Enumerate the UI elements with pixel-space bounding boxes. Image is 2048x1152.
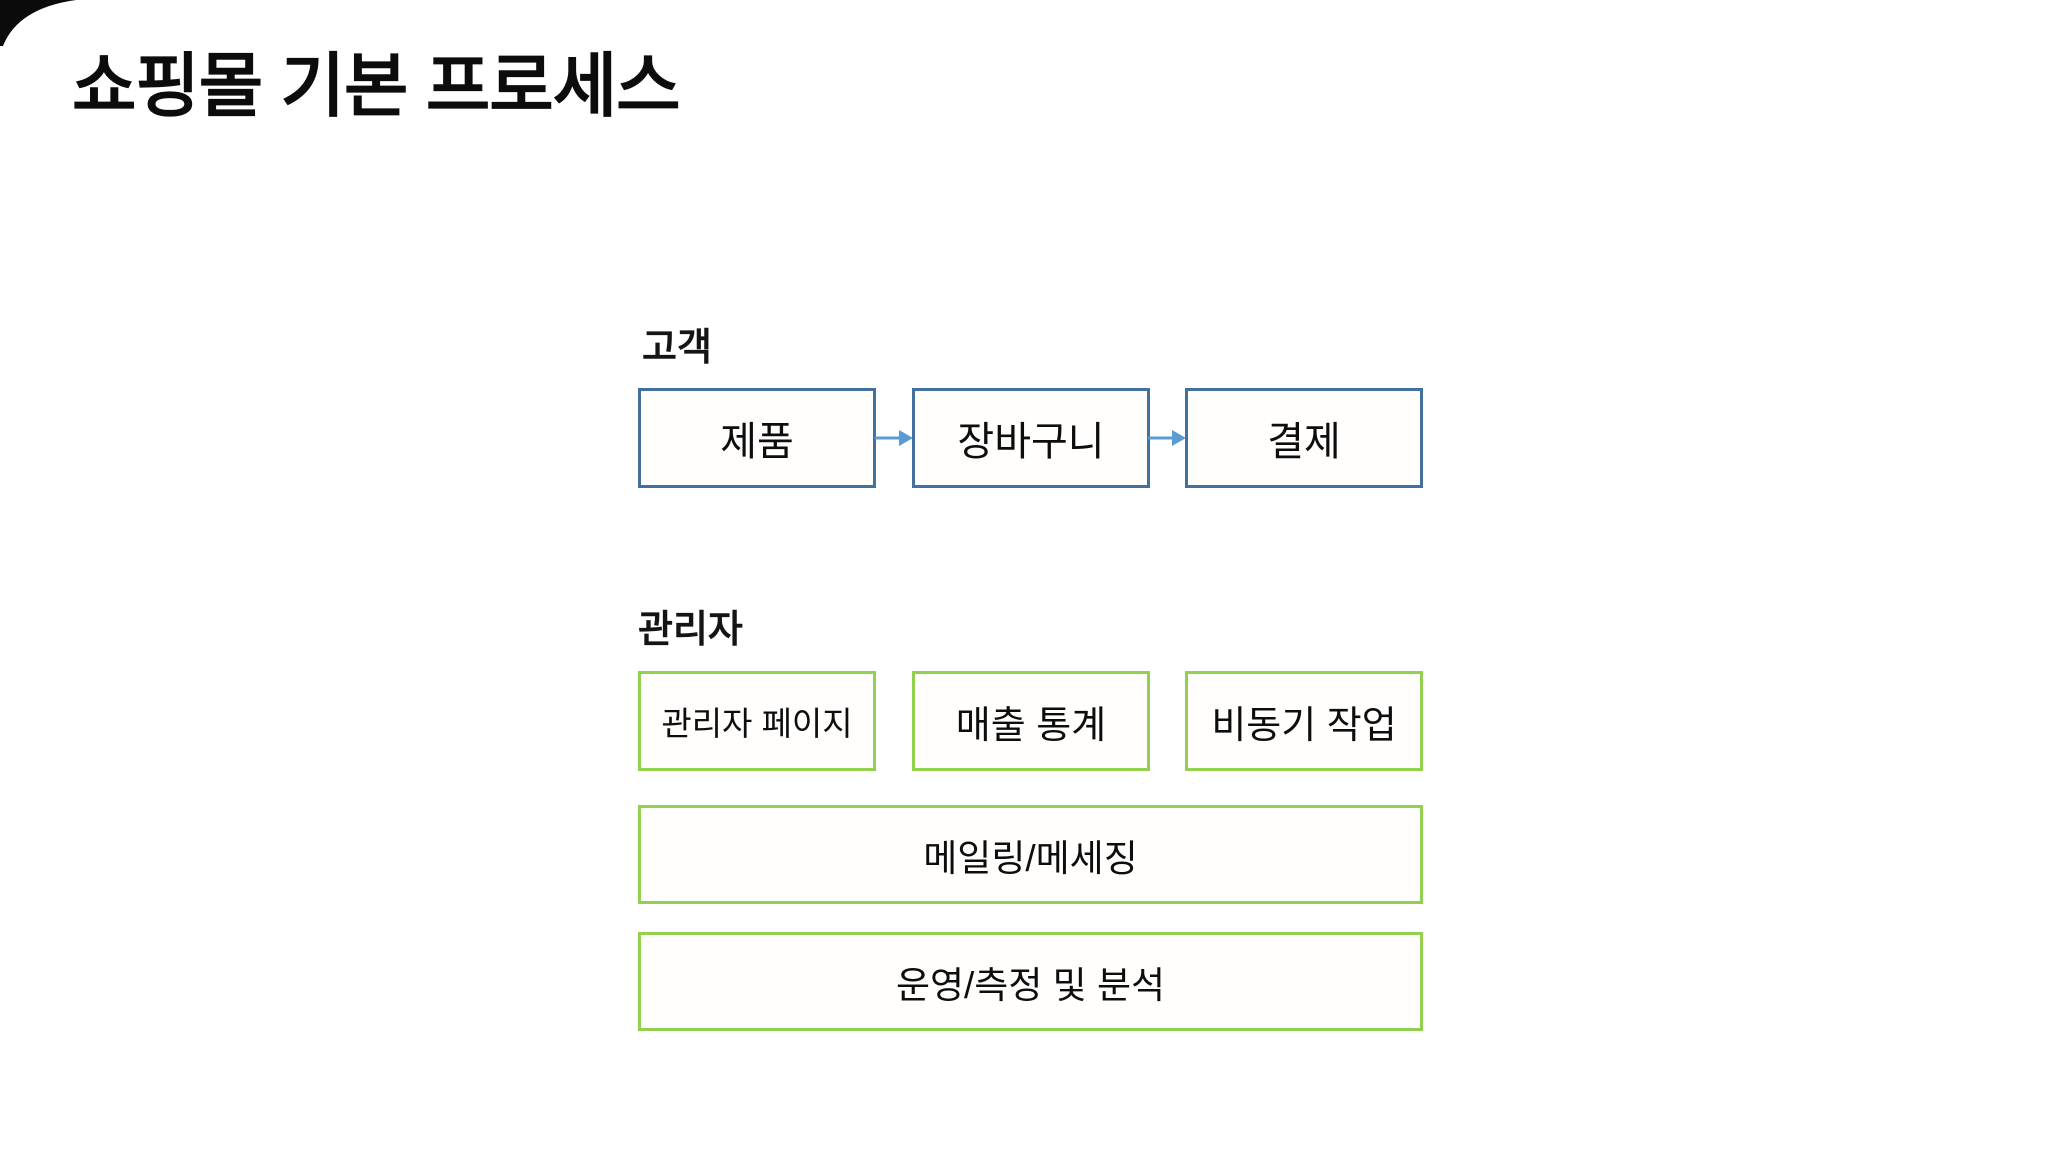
arrow-right-icon xyxy=(875,430,913,446)
arrow-right-icon xyxy=(1148,430,1186,446)
slide-title: 쇼핑몰 기본 프로세스 xyxy=(72,47,680,125)
admin-node-mailing-messaging: 메일링/메세징 xyxy=(638,805,1423,904)
flow-node-checkout: 결제 xyxy=(1185,388,1423,488)
customer-section-label: 고객 xyxy=(642,327,712,369)
admin-section-label: 관리자 xyxy=(638,609,743,651)
flow-node-cart: 장바구니 xyxy=(912,388,1150,488)
admin-node-sales-stats: 매출 통계 xyxy=(912,671,1150,771)
flow-node-product: 제품 xyxy=(638,388,876,488)
admin-node-ops-analytics: 운영/측정 및 분석 xyxy=(638,932,1423,1031)
admin-node-admin-page: 관리자 페이지 xyxy=(638,671,876,771)
rounded-corner-artifact xyxy=(0,0,76,46)
admin-node-async-jobs: 비동기 작업 xyxy=(1185,671,1423,771)
